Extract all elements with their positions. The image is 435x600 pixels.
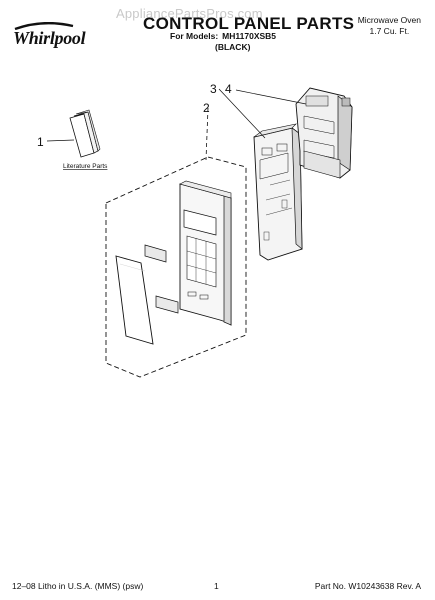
literature-booklet <box>69 109 101 158</box>
models-label: For Models: <box>170 31 219 41</box>
control-module <box>295 87 353 179</box>
control-panel-bezel <box>179 180 232 326</box>
models-line: For Models:MH1170XSB5 <box>170 31 276 41</box>
panel-label-strip-lower <box>155 295 179 314</box>
callout-leader-4 <box>235 89 307 105</box>
product-info: Microwave Oven 1.7 Cu. Ft. <box>358 15 421 37</box>
callout-leader-2 <box>205 107 209 161</box>
membrane-overlay <box>115 255 154 345</box>
callout-leader-3 <box>218 88 266 139</box>
callout-4: 4 <box>225 82 232 96</box>
part-number: Part No. W10243638 Rev. A <box>314 581 421 591</box>
product-type: Microwave Oven <box>357 15 421 25</box>
callout-3: 3 <box>210 82 217 96</box>
callout-2: 2 <box>203 101 210 115</box>
model-number: MH1170XSB5 <box>222 31 277 41</box>
watermark: AppliancePartsPros.com <box>116 6 263 21</box>
page-title: CONTROL PANEL PARTS <box>143 14 355 33</box>
logo-swoosh-icon <box>14 22 74 30</box>
callout-1: 1 <box>37 135 44 149</box>
callout-leader-1 <box>46 139 75 142</box>
print-info: 12–08 Litho in U.S.A. (MMS) (psw) <box>12 581 144 591</box>
control-board-bracket <box>253 123 303 261</box>
whirlpool-logo: Whirlpool <box>13 22 91 48</box>
panel-label-strip-upper <box>144 244 167 263</box>
product-capacity: 1.7 Cu. Ft. <box>369 26 410 36</box>
logo-text: Whirlpool <box>13 28 86 48</box>
color-variant: (BLACK) <box>215 42 251 52</box>
literature-label: Literature Parts <box>63 163 108 170</box>
page-number: 1 <box>214 581 219 591</box>
